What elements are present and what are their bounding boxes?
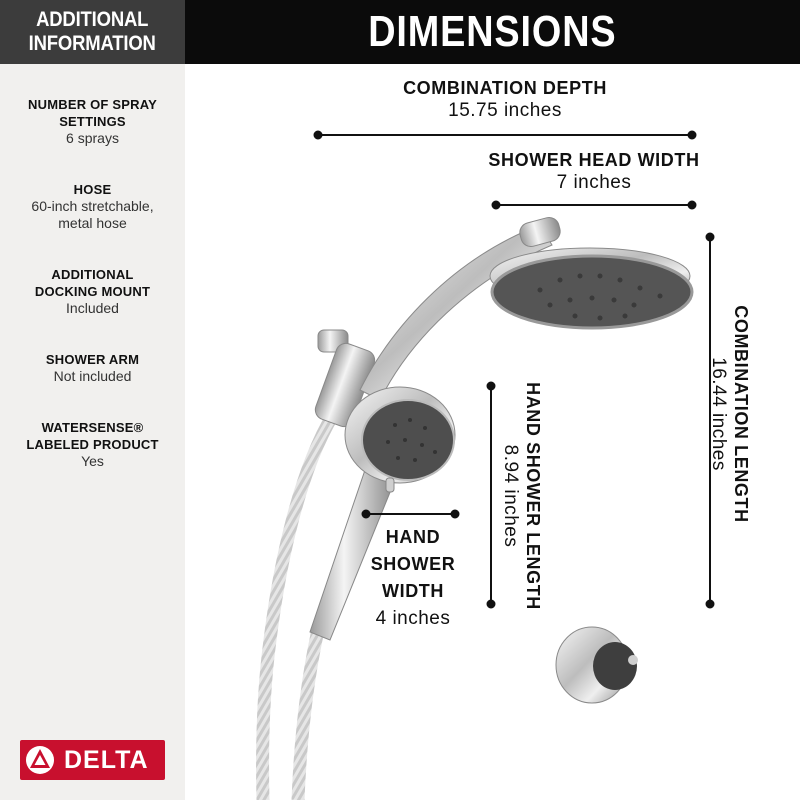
hand-shower-width-callout: HAND SHOWER WIDTH 4 inches: [343, 524, 483, 632]
spec-label: DOCKING MOUNT: [34, 284, 151, 299]
dimension-endpoint: [450, 509, 460, 519]
spec-label: SHOWER ARM: [45, 352, 140, 367]
delta-logo: DELTA: [20, 740, 165, 780]
dimension-endpoint: [687, 200, 697, 210]
spec-spray-settings: NUMBER OF SPRAY SETTINGS 6 sprays: [0, 96, 185, 147]
dimension-value: 15.75 inches: [448, 100, 562, 121]
spec-value: Included: [66, 300, 119, 316]
hand-shower-nozzles: [386, 418, 437, 462]
spec-value: Not included: [53, 368, 132, 384]
sidebar-header-line-2: INFORMATION: [28, 32, 157, 55]
dimension-label: COMBINATION LENGTH: [731, 305, 751, 523]
spec-docking-mount: ADDITIONAL DOCKING MOUNT Included: [0, 266, 185, 317]
dimension-label: HAND: [385, 527, 441, 547]
delta-logo-text: DELTA: [64, 745, 149, 774]
spec-label: SETTINGS: [59, 114, 126, 129]
dimension-lines: [313, 130, 715, 609]
delta-emblem-icon: [26, 746, 54, 774]
spec-value: metal hose: [58, 215, 127, 231]
spec-shower-arm: SHOWER ARM Not included: [0, 351, 185, 385]
docking-mount-screw: [628, 655, 638, 665]
spec-value: 60-inch stretchable,: [31, 198, 154, 214]
spec-label: HOSE: [73, 182, 112, 197]
arm-end-cap: [519, 216, 561, 248]
spec-label: ADDITIONAL: [51, 267, 134, 282]
additional-info-sidebar: ADDITIONAL INFORMATION NUMBER OF SPRAY S…: [0, 0, 185, 800]
hand-shower-face: [361, 399, 455, 481]
dimension-value: 7 inches: [556, 172, 632, 193]
rain-head-nozzles: [537, 273, 663, 321]
dimension-value: 8.94 inches: [500, 444, 521, 548]
dimension-label: COMBINATION DEPTH: [403, 78, 607, 98]
combination-length-callout: COMBINATION LENGTH 16.44 inches: [706, 284, 752, 544]
dimension-endpoint: [705, 599, 715, 609]
hose-right: [291, 628, 325, 800]
dimension-label: SHOWER: [370, 554, 456, 574]
sidebar-header: ADDITIONAL INFORMATION: [0, 0, 185, 64]
spray-selector-tab: [385, 477, 395, 493]
dimension-endpoint: [486, 599, 496, 609]
dimensions-title-bar: DIMENSIONS: [185, 0, 800, 64]
rain-head-face: [490, 254, 694, 330]
spec-label: WATERSENSE®: [41, 420, 144, 435]
shower-head-width-callout: SHOWER HEAD WIDTH 7 inches: [454, 149, 734, 195]
spec-label: NUMBER OF SPRAY: [28, 97, 157, 112]
combination-depth-callout: COMBINATION DEPTH 15.75 inches: [355, 77, 655, 123]
dimension-endpoint: [687, 130, 697, 140]
spec-label: LABELED PRODUCT: [26, 437, 159, 452]
dimension-value: 16.44 inches: [708, 357, 729, 471]
spec-value: Yes: [81, 453, 104, 469]
page-title: DIMENSIONS: [368, 7, 617, 56]
dimension-label: SHOWER HEAD WIDTH: [488, 150, 700, 170]
spec-value: 6 sprays: [66, 130, 119, 146]
hose-left: [256, 411, 339, 800]
dimension-value: 4 inches: [375, 608, 451, 629]
dimension-label: WIDTH: [382, 581, 444, 601]
dimension-label: HAND SHOWER LENGTH: [523, 382, 543, 610]
dimension-endpoint: [313, 130, 323, 140]
spec-hose: HOSE 60-inch stretchable, metal hose: [0, 181, 185, 232]
dimension-endpoint: [486, 381, 496, 391]
dimension-endpoint: [491, 200, 501, 210]
dimension-endpoint: [705, 232, 715, 242]
hand-shower-length-callout: HAND SHOWER LENGTH 8.94 inches: [498, 381, 544, 611]
dimension-endpoint: [361, 509, 371, 519]
sidebar-header-line-1: ADDITIONAL: [36, 8, 149, 31]
spec-watersense: WATERSENSE® LABELED PRODUCT Yes: [0, 419, 185, 470]
docking-mount-face: [593, 642, 637, 690]
